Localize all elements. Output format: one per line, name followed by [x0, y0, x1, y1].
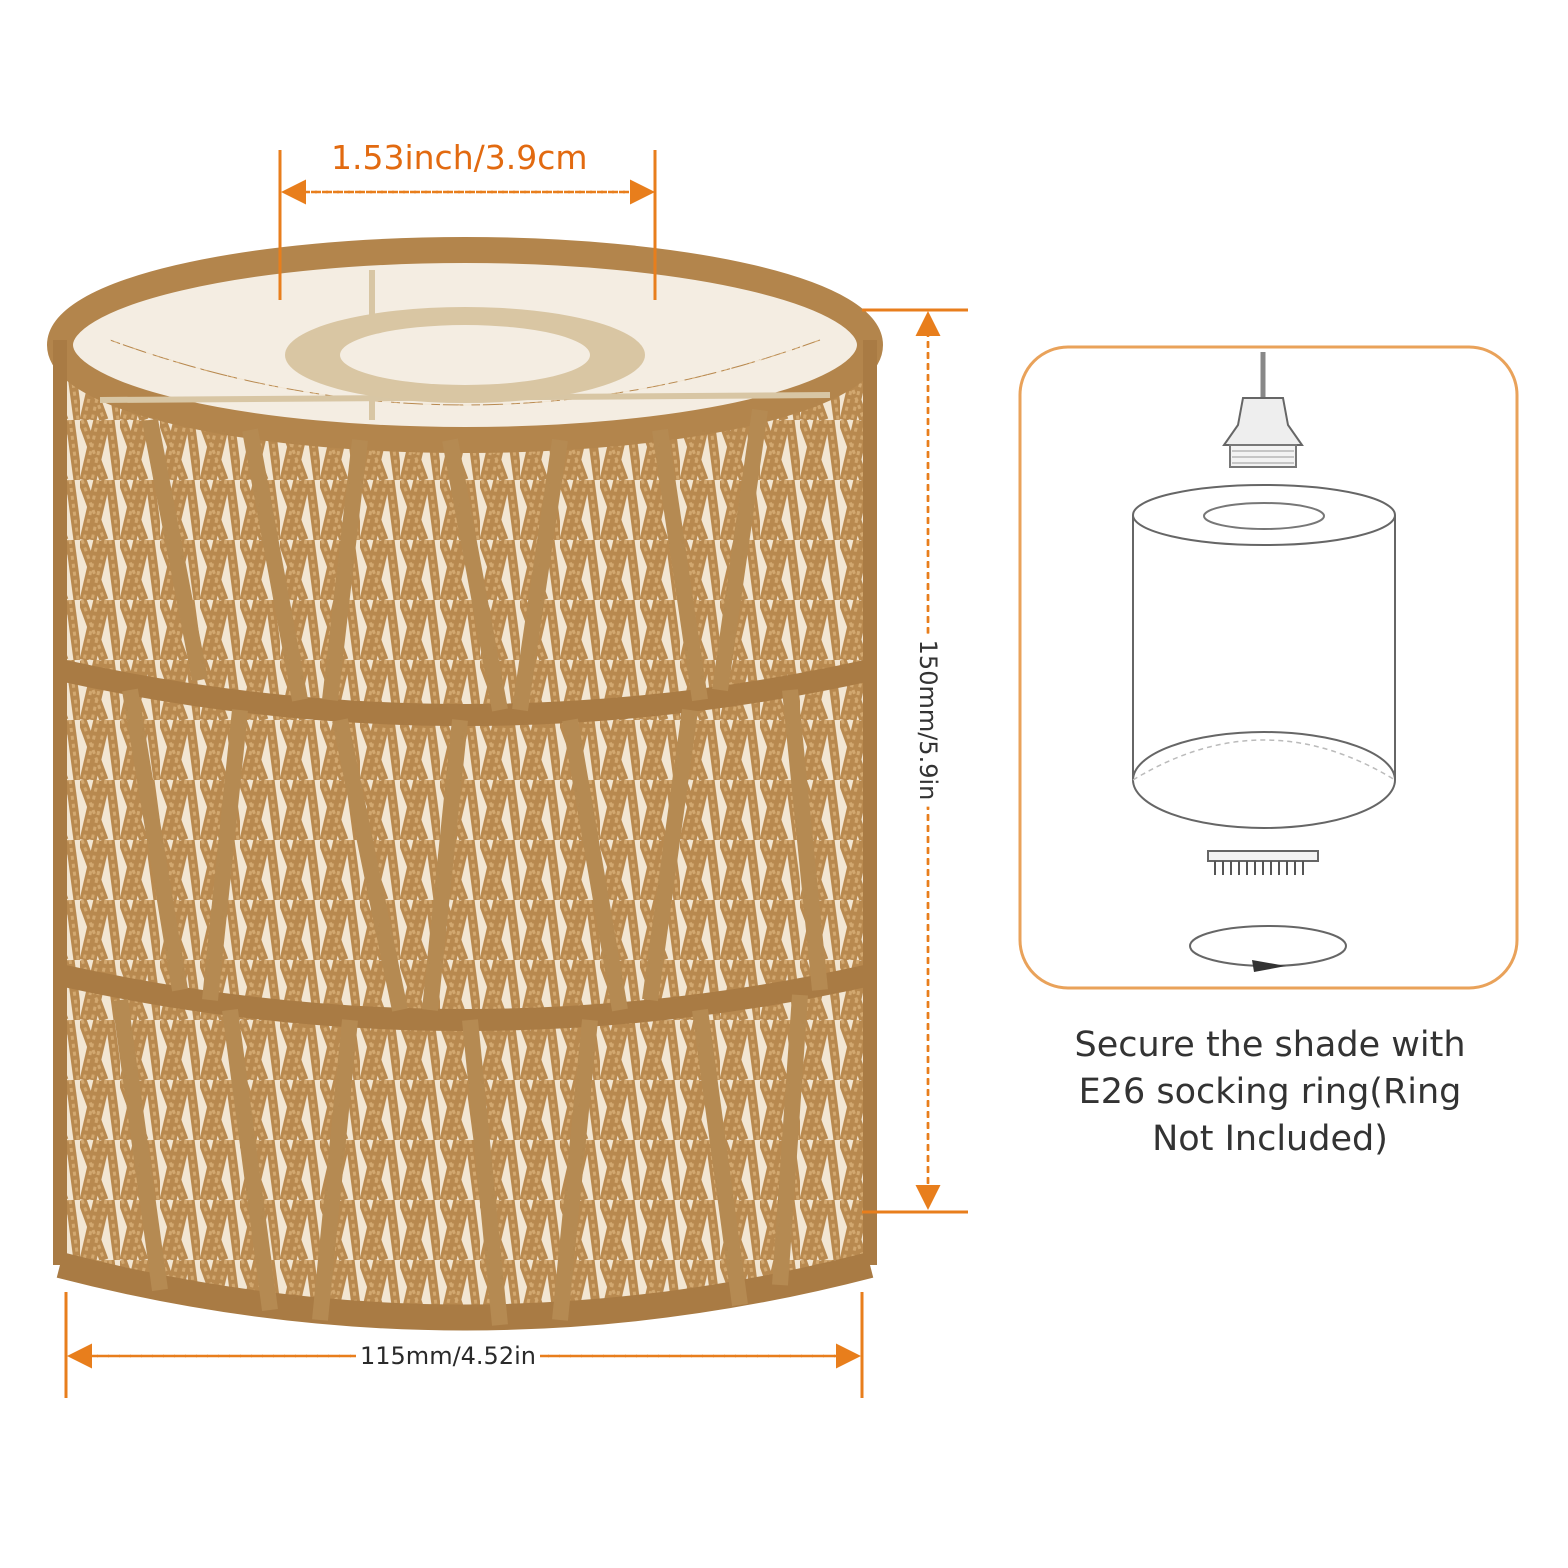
height-dimension: [862, 308, 968, 1214]
caption-line-1: Secure the shade with: [1074, 1025, 1466, 1065]
caption-line-2: E26 socking ring(Ring: [1078, 1072, 1462, 1112]
metal-fitter-ring-icon: [99, 270, 831, 420]
bottom-width-label: 115mm/4.52in: [356, 1342, 540, 1370]
cylinder-shade-outline-icon: [1132, 484, 1396, 829]
rotate-arrow-icon: [1189, 925, 1347, 972]
top-width-label: 1.53inch/3.9cm: [327, 138, 592, 177]
socket-ring-icon: [1207, 850, 1319, 875]
height-label: 150mm/5.9in: [914, 633, 942, 807]
top-width-dimension: [278, 150, 657, 300]
rattan-lamp-shade: [47, 237, 883, 1331]
installation-diagram-panel: [1018, 345, 1519, 990]
installation-caption: Secure the shade with E26 socking ring(R…: [1020, 1022, 1520, 1163]
bulb-socket-icon: [1222, 397, 1304, 446]
caption-line-3: Not Included): [1152, 1119, 1388, 1159]
